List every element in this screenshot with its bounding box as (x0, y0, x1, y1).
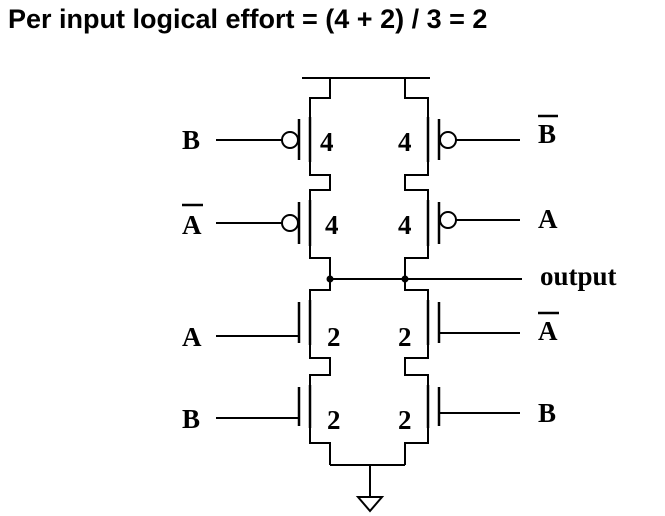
input-label-right-b: B (538, 398, 556, 428)
input-label-right-a-bar: A (538, 316, 558, 346)
nmos-left-2 (216, 385, 312, 428)
input-label-left-a: A (182, 322, 202, 352)
right-stack-wires (404, 78, 429, 465)
pmos-left-2 (216, 200, 312, 246)
output-node-dot-left (326, 275, 334, 283)
size-nmos-left-1: 2 (327, 322, 341, 352)
slide-title: Per input logical effort = (4 + 2) / 3 =… (8, 4, 488, 34)
size-nmos-left-2: 2 (327, 405, 341, 435)
size-pmos-left-2: 4 (325, 210, 339, 240)
size-pmos-right-2: 4 (398, 210, 412, 240)
input-label-right-b-bar: B (538, 119, 556, 149)
pmos-right-2 (426, 200, 520, 246)
left-stack-wires (309, 78, 331, 465)
nmos-right-2 (426, 385, 520, 428)
pmos-right-1 (426, 117, 520, 162)
size-pmos-right-1: 4 (398, 127, 412, 157)
size-nmos-right-1: 2 (398, 322, 412, 352)
size-pmos-left-1: 4 (320, 127, 334, 157)
nmos-left-1 (216, 300, 312, 345)
size-nmos-right-2: 2 (398, 405, 412, 435)
output-label: output (540, 261, 617, 291)
input-label-left-b: B (182, 125, 200, 155)
pmos-left-1 (216, 117, 312, 162)
ground-symbol (355, 496, 385, 513)
input-label-right-a: A (538, 204, 558, 234)
output-node-dot-right (401, 275, 409, 283)
nmos-right-1 (426, 300, 520, 345)
input-label-left-a-bar: A (182, 210, 202, 240)
input-label-left-b-2: B (182, 404, 200, 434)
